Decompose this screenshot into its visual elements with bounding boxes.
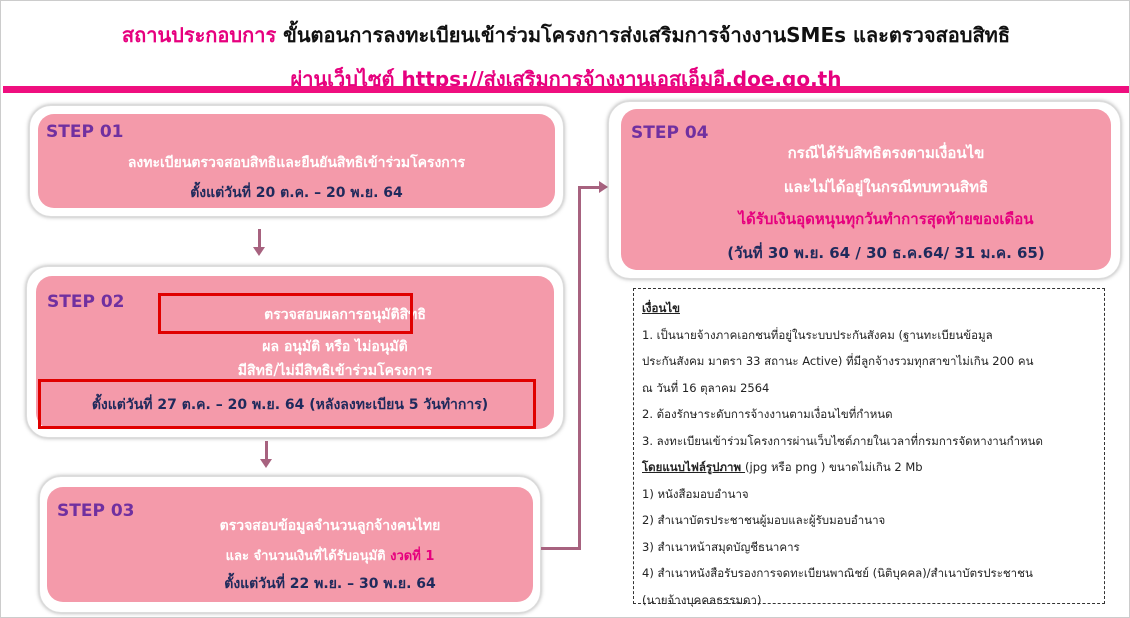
- condition-item: 3. ลงทะเบียนเข้าร่วมโครงการผ่านเว็บไซต์ภ…: [642, 433, 1043, 448]
- arrow-down: [258, 229, 261, 249]
- step-text: และไม่ได้อยู่ในกรณีทบทวนสิทธิ: [783, 178, 989, 196]
- step-text: ลงทะเบียนตรวจสอบสิทธิและยืนยันสิทธิเข้าร…: [127, 155, 466, 171]
- step-text-part: และ จำนวนเงินที่ได้รับอนุมัติ: [225, 549, 386, 564]
- highlight-box: [158, 293, 413, 334]
- connector-line: [578, 186, 581, 550]
- title-prefix: สถานประกอบการ: [121, 23, 277, 47]
- arrow-head-icon: [253, 247, 265, 256]
- condition-item: 2. ต้องรักษาระดับการจ้างงานตามเงื่อนไขที…: [642, 407, 893, 421]
- document-item: 4) สำเนาหนังสือรับรองการจดทะเบียนพาณิชย์…: [642, 566, 1033, 580]
- step-label: STEP 02: [47, 292, 125, 312]
- attachment-note: (jpg หรือ png ) ขนาดไม่เกิน 2 Mb: [745, 460, 923, 474]
- step-date: (วันที่ 30 พ.ย. 64 / 30 ธ.ค.64/ 31 ม.ค. …: [727, 244, 1045, 262]
- document-item: 3) สำเนาหน้าสมุดบัญชีธนาคาร: [642, 539, 800, 554]
- arrow-head-icon: [599, 181, 608, 193]
- connector-line: [541, 547, 581, 550]
- step-01-card: STEP 01 ลงทะเบียนตรวจสอบสิทธิและยืนยันสิ…: [29, 105, 564, 217]
- step-04-card: STEP 04 กรณีได้รับสิทธิตรงตามเงื่อนไข แล…: [608, 101, 1121, 279]
- step-date: ตั้งแต่วันที่ 20 ต.ค. – 20 พ.ย. 64: [190, 185, 403, 201]
- condition-item: 1. เป็นนายจ้างภาคเอกชนที่อยู่ในระบบประกั…: [642, 327, 993, 342]
- conditions-title: เงื่อนไข: [642, 301, 680, 315]
- condition-item: ณ วันที่ 16 ตุลาคม 2564: [642, 380, 770, 395]
- conditions-box: เงื่อนไข 1. เป็นนายจ้างภาคเอกชนที่อยู่ใน…: [633, 288, 1105, 607]
- step-label: STEP 01: [46, 122, 124, 142]
- step-03-card: STEP 03 ตรวจสอบข้อมูลจำนวนลูกจ้างคนไทย แ…: [39, 476, 541, 613]
- step-text: กรณีได้รับสิทธิตรงตามเงื่อนไข: [787, 144, 985, 162]
- step-date: ตั้งแต่วันที่ 22 พ.ย. – 30 พ.ย. 64: [224, 576, 436, 592]
- connector-line: [578, 186, 600, 189]
- payment-highlight: ได้รับเงินอุดหนุนทุกวันทำการสุดท้ายของเด…: [738, 210, 1034, 228]
- condition-item: ประกันสังคม มาตรา 33 สถานะ Active) ที่มี…: [642, 354, 1034, 368]
- step-text: มีสิทธิ/ไม่มีสิทธิเข้าร่วมโครงการ: [237, 363, 433, 379]
- header-divider: [3, 86, 1129, 93]
- attachment-heading: โดยแนบไฟล์รูปภาพ (jpg หรือ png ) ขนาดไม่…: [642, 454, 1096, 481]
- document-item: 2) สำเนาบัตรประชาชนผู้มอบและผู้รับมอบอำน…: [642, 513, 886, 527]
- step-text: ผล อนุมัติ หรือ ไม่อนุมัติ: [262, 339, 408, 355]
- step-date: ตั้งแต่วันที่ 27 ต.ค. – 20 พ.ย. 64 (หลัง…: [91, 397, 489, 413]
- attachment-title: โดยแนบไฟล์รูปภาพ: [642, 460, 746, 474]
- page-title: สถานประกอบการ ขั้นตอนการลงทะเบียนเข้าร่ว…: [1, 19, 1130, 51]
- step-text: และ จำนวนเงินที่ได้รับอนุมัติ งวดที่ 1: [127, 545, 533, 566]
- title-text: ขั้นตอนการลงทะเบียนเข้าร่วมโครงการส่งเสร…: [283, 23, 1011, 47]
- arrow-head-icon: [260, 459, 272, 468]
- installment-highlight: งวดที่ 1: [390, 549, 435, 564]
- step-02-card: STEP 02 ตรวจสอบผลการอนุมัติสิทธิ ผล อนุม…: [26, 266, 564, 438]
- step-label: STEP 03: [57, 501, 135, 521]
- arrow-down: [265, 441, 268, 461]
- step-label: STEP 04: [631, 123, 709, 143]
- highlight-box: [38, 379, 536, 429]
- document-item: 1) หนังสือมอบอำนาจ: [642, 486, 749, 501]
- document-item: (นายจ้างบุคคลธรรมดา): [642, 592, 762, 607]
- step-title: ตรวจสอบผลการอนุมัติสิทธิ: [264, 307, 426, 323]
- step-text: ตรวจสอบข้อมูลจำนวนลูกจ้างคนไทย: [219, 518, 441, 534]
